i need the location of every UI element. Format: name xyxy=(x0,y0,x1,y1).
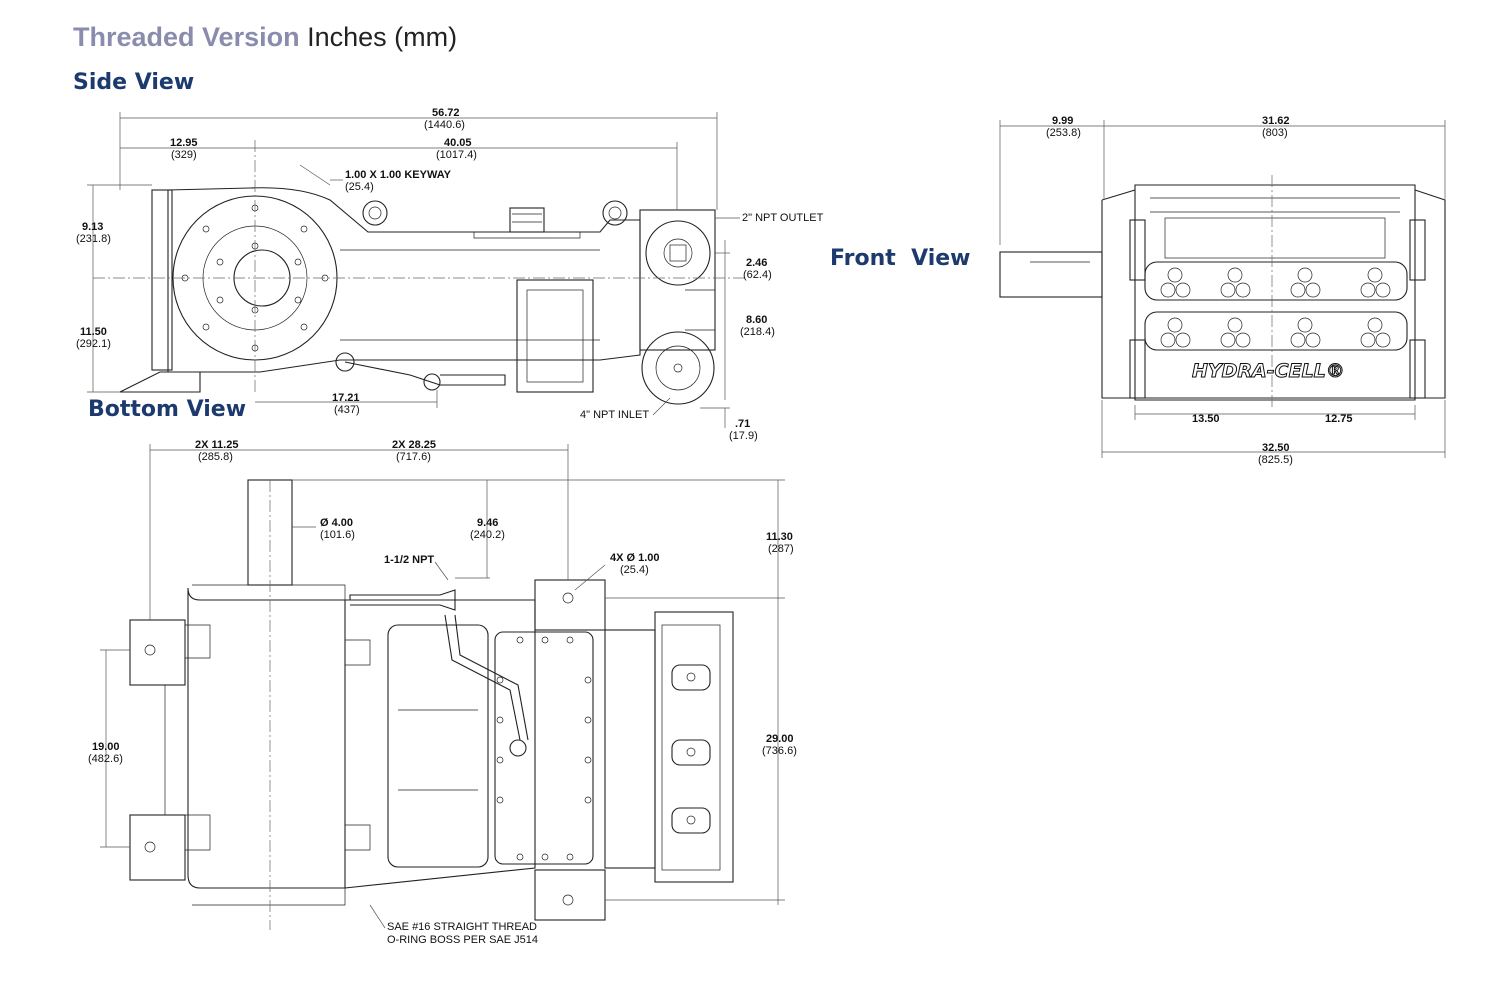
dim-front-shaft-mm: (253.8) xyxy=(1046,127,1081,139)
side-dimensions: 56.72 (1440.6) 12.95 (329) 40.05 (1017.4… xyxy=(76,107,824,442)
dim-shaft-dia-mm: (101.6) xyxy=(320,529,355,541)
dim-front-a: 13.50 xyxy=(1192,413,1220,425)
dim-bottom-a-mm: (285.8) xyxy=(198,451,233,463)
sae-note-2: O-RING BOSS PER SAE J514 xyxy=(387,934,538,946)
dim-side-top: 9.13 xyxy=(82,221,103,233)
dim-bottom-f: 29.00 xyxy=(766,733,794,745)
dim-shaft-dia: Ø 4.00 xyxy=(320,517,353,529)
title-version: Threaded Version xyxy=(73,22,300,52)
dim-base-mm: (17.9) xyxy=(729,430,758,442)
dim-outlet-offset: 2.46 xyxy=(746,257,767,269)
dim-front-shaft: 9.99 xyxy=(1052,115,1073,127)
dim-bottom-d: 11.30 xyxy=(766,531,793,543)
dim-front-overall-mm: (825.5) xyxy=(1258,454,1293,466)
inlet-label: 4" NPT INLET xyxy=(580,409,649,421)
dim-bottom-c: 9.46 xyxy=(477,517,498,529)
brand-logo: HYDRA-CELL® xyxy=(1192,360,1345,382)
dim-bottom-e-mm: (482.6) xyxy=(88,753,123,765)
bottom-view-drawing xyxy=(129,479,734,930)
dim-mount: 17.21 xyxy=(332,392,360,404)
keyway-label: 1.00 X 1.00 KEYWAY xyxy=(345,169,452,181)
dim-outlet-offset-mm: (62.4) xyxy=(743,269,772,281)
npt-label: 1-1/2 NPT xyxy=(384,554,434,566)
page-title: Threaded Version Inches (mm) xyxy=(73,22,457,53)
keyway-mm: (25.4) xyxy=(345,181,374,193)
dim-bottom-a: 2X 11.25 xyxy=(195,439,238,451)
dim-bottom-b: 2X 28.25 xyxy=(392,439,436,451)
dim-base: .71 xyxy=(735,418,750,430)
front-dimensions: 9.99 (253.8) 31.62 (803) 13.50 12.75 32.… xyxy=(999,115,1446,466)
dim-front-overall: 32.50 xyxy=(1262,442,1290,454)
dim-side-shaft-mm: (329) xyxy=(171,149,197,161)
dim-bottom-d-mm: (287) xyxy=(768,543,794,555)
dim-bottom-f-mm: (736.6) xyxy=(762,745,797,757)
dim-inlet-offset: 8.60 xyxy=(746,314,767,326)
side-view-drawing xyxy=(93,140,745,405)
front-view-label: Front View xyxy=(830,246,971,271)
dim-bottom-e: 19.00 xyxy=(92,741,120,753)
bottom-dimensions: 2X 11.25 (285.8) 2X 28.25 (717.6) Ø 4.00… xyxy=(88,439,797,946)
dim-side-bottom-mm: (292.1) xyxy=(76,338,111,350)
dim-front-b: 12.75 xyxy=(1325,413,1353,425)
sae-note-1: SAE #16 STRAIGHT THREAD xyxy=(387,921,537,933)
dim-front-body-mm: (803) xyxy=(1262,127,1288,139)
dim-bottom-b-mm: (717.6) xyxy=(396,451,431,463)
dim-bottom-c-mm: (240.2) xyxy=(470,529,505,541)
bottom-view-label: Bottom View xyxy=(88,397,247,422)
dim-side-overall-mm: (1440.6) xyxy=(424,119,465,131)
outlet-label: 2" NPT OUTLET xyxy=(742,212,824,224)
dim-front-body: 31.62 xyxy=(1262,115,1290,127)
dim-side-bottom: 11.50 xyxy=(80,326,107,338)
holes-mm: (25.4) xyxy=(620,564,649,576)
side-view-label: Side View xyxy=(73,70,195,95)
dim-side-body-mm: (1017.4) xyxy=(436,149,477,161)
dim-side-overall: 56.72 xyxy=(432,107,460,119)
dim-inlet-offset-mm: (218.4) xyxy=(740,326,775,338)
dim-side-shaft: 12.95 xyxy=(170,137,198,149)
title-units: Inches (mm) xyxy=(307,22,458,52)
valve-clusters xyxy=(1144,261,1408,351)
holes-label: 4X Ø 1.00 xyxy=(610,552,660,564)
front-view-drawing: HYDRA-CELL® xyxy=(999,175,1446,410)
dim-side-body: 40.05 xyxy=(444,137,472,149)
dim-mount-mm: (437) xyxy=(334,404,360,416)
dim-side-top-mm: (231.8) xyxy=(76,233,111,245)
